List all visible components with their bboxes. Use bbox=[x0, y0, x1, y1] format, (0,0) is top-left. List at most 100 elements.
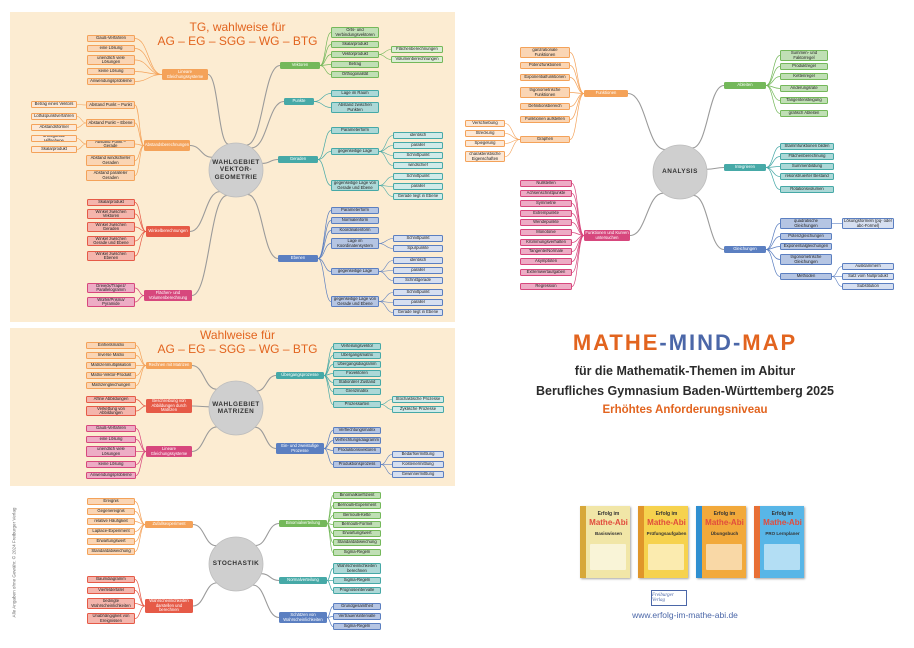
book-top-text: Erfolg im bbox=[646, 512, 687, 517]
leaf-sigma-regeln: Sigma-Regeln bbox=[333, 549, 381, 556]
leaf-prognoseintervalle: Prognoseintervalle bbox=[333, 587, 381, 594]
leaf-produktregel: Produktregel bbox=[780, 63, 828, 70]
branch-funktionen-und-kurven-untersuchen: Funktionen und Kurven untersuchen bbox=[584, 230, 630, 241]
website-url[interactable]: www.erfolg-im-mathe-abi.de bbox=[610, 610, 760, 620]
subleaf-orthogonale-hilfsebene: orthogonale Hilfsebene bbox=[31, 135, 77, 142]
leaf-gauß-verfahren: Gauß-Verfahren bbox=[86, 425, 136, 432]
branch-übergangsprozesse: Übergangsprozesse bbox=[276, 372, 324, 379]
branch-ebenen: Ebenen bbox=[278, 255, 318, 262]
leaf-abstand-punkt-punkt: Abstand Punkt – Punkt bbox=[86, 101, 135, 109]
book-top-text: Erfolg im bbox=[704, 512, 745, 517]
leaf-methoden: Methoden bbox=[780, 273, 832, 280]
leaf-gegenseitige-lage-von-gerade-und-ebene: gegenseitige Lage von Gerade und Ebene bbox=[331, 180, 379, 191]
subleaf-spurpunkte: Spurpunkte bbox=[393, 245, 443, 252]
leaf-trigonometrische-funktionen: trigonometrische Funktionen bbox=[520, 87, 570, 98]
subleaf-ausklammern: Ausklammern bbox=[842, 263, 894, 270]
leaf-regression: Regression bbox=[520, 283, 572, 290]
leaf-stammfunktionen-bilden: Stammfunktionen bilden bbox=[780, 143, 834, 150]
subleaf-spiegelung: Spiegelung bbox=[465, 140, 505, 147]
connector-line bbox=[707, 168, 724, 170]
center-label-line: MATRIZEN bbox=[218, 408, 255, 415]
leaf-graphen: Graphen bbox=[520, 136, 570, 143]
branch-flächen-und-volumenberechnung: Flächen- und Volumenberechnung bbox=[144, 290, 192, 301]
branch-funktionen: Funktionen bbox=[584, 90, 628, 97]
subleaf-parallel: parallel bbox=[393, 267, 443, 274]
leaf-winkel-zwischen-gerade-und-ebene: Winkel zwischen Gerade und Ebene bbox=[87, 236, 135, 246]
center-label-analysis: ANALYSIS bbox=[653, 145, 707, 199]
leaf-bernoulli-experiment: Bernoulli-Experiment bbox=[333, 502, 381, 509]
book-main-text: Mathe-Abi bbox=[762, 519, 803, 527]
branch-normalverteilung: Normalverteilung bbox=[279, 577, 327, 584]
subleaf-substitution: Substitution bbox=[842, 283, 894, 290]
leaf-grenzmatrix: Grenzmatrix bbox=[333, 388, 381, 395]
leaf-wendepunkte: Wendepunkte bbox=[520, 219, 572, 226]
leaf-betrag: Betrag bbox=[331, 61, 379, 68]
leaf-abstand-punkt-gerade: Abstand Punkt – Gerade bbox=[86, 140, 135, 148]
branch-gleichungen: Gleichungen bbox=[724, 246, 766, 253]
leaf-matrizengleichungen: Matrizengleichungen bbox=[86, 382, 136, 389]
leaf-bedingte-wahrscheinlichkeiten: bedingte Wahrscheinlichkeiten bbox=[87, 598, 135, 609]
branch-abstandsberechnungen: Abstandsberechnungen bbox=[144, 140, 190, 151]
leaf-ereignis: Ereignis bbox=[87, 498, 135, 505]
branch-geraden: Geraden bbox=[278, 156, 318, 163]
book-illustration bbox=[764, 544, 800, 570]
leaf-verflechtungsmatrix: Verflechtungsmatrix bbox=[333, 427, 381, 434]
subtitle-line1: für die Mathematik-Themen im Abitur bbox=[520, 364, 850, 378]
branch-punkte: Punkte bbox=[284, 98, 314, 105]
panel2-title-line2: AG – EG – SGG – WG – BTG bbox=[150, 342, 325, 356]
connector-line bbox=[766, 237, 780, 250]
book-main-text: Mathe-Abi bbox=[646, 519, 687, 527]
subleaf-windschief: windschief bbox=[393, 162, 443, 169]
main-title: Mathe-Mind-Map bbox=[560, 330, 810, 356]
book-top-text: Erfolg im bbox=[762, 512, 803, 517]
leaf-nullstellen: Nullstellen bbox=[520, 180, 572, 187]
subleaf-volumenberechnungen: Volumenberechnungen bbox=[391, 56, 443, 63]
subtitle-line3: Erhöhtes Anforderungsniveau bbox=[540, 404, 830, 416]
leaf-gauß-verfahren: Gauß-Verfahren bbox=[87, 35, 135, 42]
leaf-potenzfunktionen: Potenzfunktionen bbox=[520, 62, 570, 69]
leaf-inverse-matrix: Inverse Matrix bbox=[86, 352, 136, 359]
leaf-verkettung-von-abbildungen: Verkettung von Abbildungen bbox=[86, 406, 136, 416]
leaf-vektorprodukt: Vektorprodukt bbox=[331, 51, 379, 58]
leaf-grafisch-ableiten: grafisch Ableiten bbox=[780, 110, 828, 117]
connector-line bbox=[766, 157, 780, 168]
leaf-skalarprodukt: Skalarprodukt bbox=[331, 41, 379, 48]
leaf-eine-lösung: eine Lösung bbox=[87, 45, 135, 52]
leaf-orthogonalität: Orthogonalität bbox=[331, 71, 379, 78]
connector-line bbox=[570, 66, 584, 94]
subleaf-gerade-liegt-in-ebene: Gerade liegt in Ebene bbox=[393, 193, 443, 200]
leaf-baumdiagramm: Baumdiagramm bbox=[87, 576, 135, 583]
leaf-standardabweichung: Standardabweichung bbox=[87, 548, 135, 555]
leaf-fixvektoren: Fixvektoren bbox=[333, 370, 381, 377]
leaf-orts-und-verbindungsvektoren: Orts- und Verbindungsvektoren bbox=[331, 27, 379, 38]
connector-line bbox=[628, 94, 665, 150]
subleaf-gerade-liegt-in-ebene: Gerade liegt in Ebene bbox=[393, 309, 443, 316]
center-label-line: VEKTOR- bbox=[220, 166, 252, 173]
book-sub-text: Übungsbuch bbox=[704, 532, 745, 537]
leaf-exponentialfunktionen: Exponentialfunktionen bbox=[520, 74, 570, 81]
connector-line bbox=[832, 277, 842, 287]
leaf-keine-lösung: keine Lösung bbox=[87, 68, 135, 75]
connector-line bbox=[135, 502, 145, 525]
subleaf-identisch: identisch bbox=[393, 257, 443, 264]
book-cover-4: Erfolg imMathe-AbiPRO Lernplaner bbox=[754, 506, 804, 578]
center-label-line: ANALYSIS bbox=[662, 168, 698, 175]
leaf-winkel-zwischen-ebenen: Winkel zwischen Ebenen bbox=[87, 251, 135, 261]
leaf-lage-im-raum: Lage im Raum bbox=[331, 90, 379, 97]
connector-line bbox=[570, 53, 584, 94]
subleaf-lotfußpunktverfahren: Lotfußpunktverfahren bbox=[31, 113, 77, 120]
leaf-tangentensteigung: Tangentensteigung bbox=[780, 97, 828, 104]
subleaf-stochastische-prozesse: Stochastische Prozesse bbox=[392, 396, 444, 403]
branch-winkelberechnungen: Winkelberechnungen bbox=[146, 226, 190, 237]
leaf-keine-lösung: keine Lösung bbox=[86, 461, 136, 468]
book-top-text: Erfolg im bbox=[588, 512, 629, 517]
leaf-quadratische-gleichungen: quadratische Gleichungen bbox=[780, 218, 832, 229]
branch-ein-und-zweistufige-prozesse: Ein- und zweistufige Prozesse bbox=[276, 443, 324, 454]
leaf-verteilungsvektor: Verteilungsvektor bbox=[333, 343, 381, 350]
book-illustration bbox=[590, 544, 626, 570]
subleaf-satz-vom-nullprodukt: Satz vom Nullprodukt bbox=[842, 273, 894, 280]
leaf-funktionen-aufstellen: Funktionen aufstellen bbox=[520, 116, 570, 123]
leaf-extremwertaufgaben: Extremwertaufgaben bbox=[520, 269, 572, 276]
leaf-laplace-experiment: Laplace-Experiment bbox=[87, 528, 135, 535]
